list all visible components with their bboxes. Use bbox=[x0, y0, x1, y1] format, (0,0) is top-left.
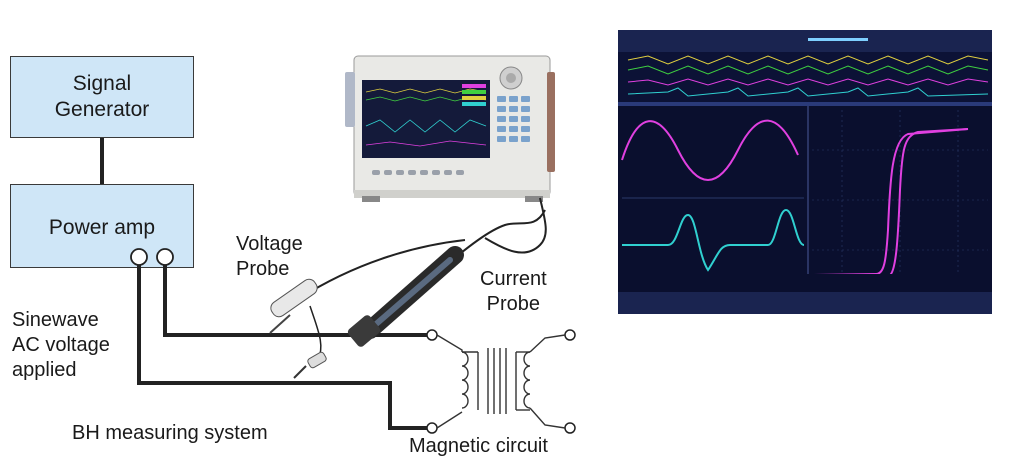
primary-lower-wire bbox=[137, 265, 432, 430]
scope-cable bbox=[484, 197, 547, 254]
scope-waveforms bbox=[618, 30, 992, 314]
oscilloscope bbox=[345, 55, 555, 254]
secondary-terminal-bottom bbox=[564, 422, 576, 434]
power-amp-label: Power amp bbox=[48, 216, 156, 239]
amp-terminal-left bbox=[130, 248, 148, 266]
voltage-probe-cable bbox=[299, 239, 466, 299]
power-amp-block: Power amp bbox=[10, 184, 194, 268]
primary-upper-wire bbox=[163, 265, 432, 337]
secondary-terminal-top bbox=[564, 329, 576, 341]
current-probe-label: Current Probe bbox=[480, 268, 547, 315]
oscilloscope-screen bbox=[618, 30, 992, 314]
magnetic-circuit-label: Magnetic circuit bbox=[409, 435, 548, 457]
voltage-probe-label: Voltage Probe bbox=[236, 233, 303, 280]
primary-terminal-top bbox=[426, 329, 438, 341]
signal-generator-block: Signal Generator bbox=[10, 56, 194, 138]
bh-curve-lower bbox=[814, 128, 969, 277]
current-waveform bbox=[622, 208, 805, 272]
bh-system-label: BH measuring system bbox=[72, 422, 268, 444]
amp-terminal-right bbox=[156, 248, 174, 266]
sinewave-label: Sinewave AC voltage applied bbox=[12, 309, 110, 381]
signal-generator-label: Signal Generator bbox=[54, 71, 150, 121]
bh-curve-upper bbox=[813, 128, 969, 276]
current-probe bbox=[347, 209, 546, 347]
voltage-probe bbox=[269, 278, 327, 379]
transformer bbox=[436, 334, 566, 429]
voltage-waveform bbox=[621, 119, 799, 181]
primary-terminal-bottom bbox=[426, 422, 438, 434]
